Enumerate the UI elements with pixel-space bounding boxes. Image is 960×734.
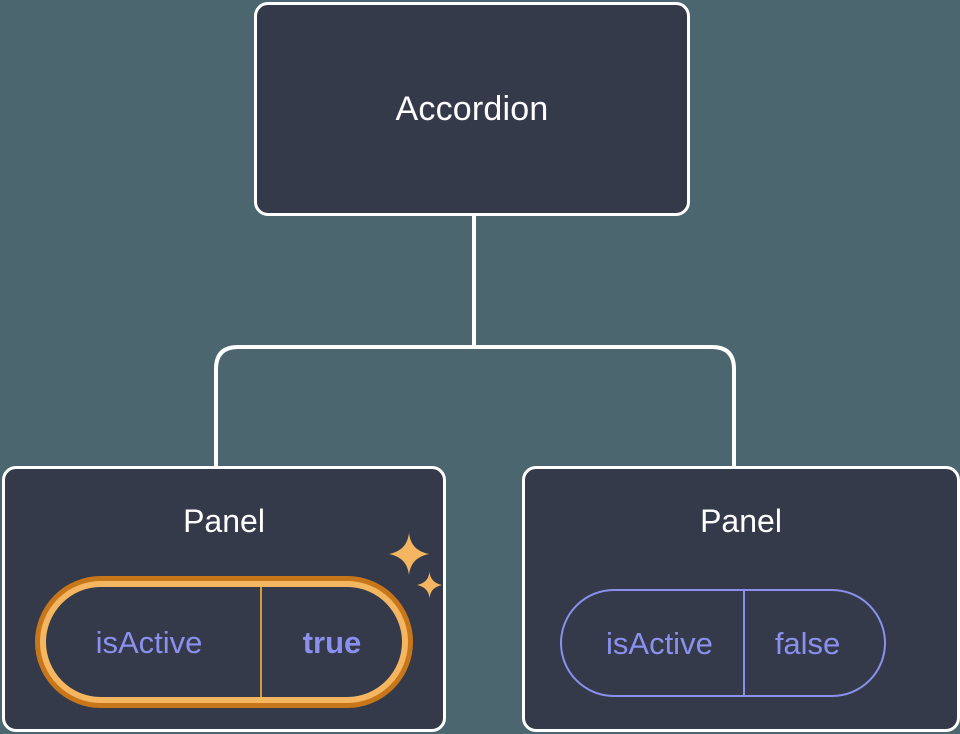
prop-pill-inner: isActive true: [46, 587, 402, 697]
prop-key-isactive: isActive: [606, 625, 713, 661]
prop-pill-isactive-false[interactable]: isActive false: [560, 589, 887, 697]
tree-node-panel-inactive[interactable]: Panel isActive false: [522, 466, 960, 732]
tree-node-accordion[interactable]: Accordion: [254, 2, 690, 216]
prop-value-false: false: [742, 591, 884, 695]
prop-pill-wrapper-inactive: isActive false: [560, 589, 887, 697]
node-label-panel-active: Panel: [183, 503, 265, 539]
prop-key-isactive: isActive: [95, 624, 203, 660]
node-label-panel-inactive: Panel: [700, 503, 782, 539]
prop-pill-wrapper-active: isActive true: [35, 576, 413, 708]
edge-bracket: [214, 345, 736, 470]
prop-pill-isactive-true[interactable]: isActive true: [35, 576, 413, 708]
sparkle-large-icon: [389, 533, 429, 575]
sparkle-small-icon: [417, 572, 442, 598]
tree-node-panel-active[interactable]: Panel isActive true: [2, 466, 446, 732]
node-label-accordion: Accordion: [395, 90, 549, 128]
prop-value-true: true: [260, 587, 402, 697]
